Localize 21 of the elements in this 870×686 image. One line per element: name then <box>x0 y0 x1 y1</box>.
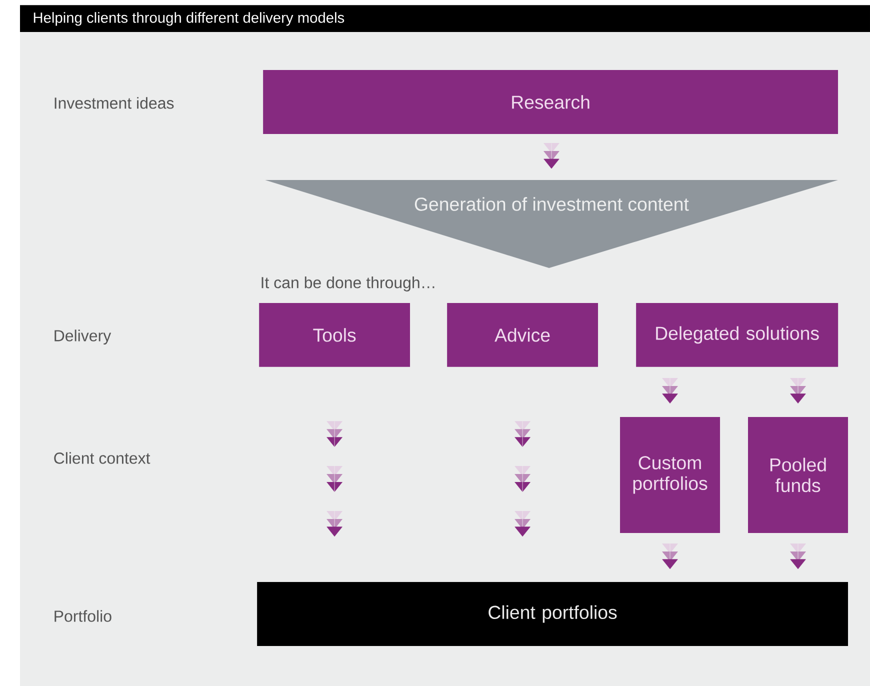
chevron-arrow <box>662 378 678 404</box>
process-box: Pooled funds <box>748 416 848 533</box>
row-label: Delivery <box>54 330 112 345</box>
output-box: Client portfolios <box>257 582 848 646</box>
process-box: Advice <box>447 302 598 367</box>
row-label: Portfolio <box>54 610 112 622</box>
chevron-arrow <box>514 421 531 537</box>
process-box: Delegated solutions <box>636 302 838 367</box>
row-label: Investment ideas <box>54 97 174 109</box>
chevron-arrow <box>662 543 678 570</box>
row-label: It can be done through… <box>262 276 434 292</box>
chevron-arrow <box>790 543 806 570</box>
row-label: Client context <box>54 452 150 464</box>
process-box: Custom portfolios <box>620 416 720 533</box>
chevron-arrow <box>790 378 806 404</box>
process-box: Research <box>263 70 838 134</box>
title-bar: Helping clients through different delivery models <box>20 5 870 32</box>
chevron-arrow <box>326 421 343 537</box>
process-box: Tools <box>259 302 410 367</box>
chevron-arrow <box>543 142 560 169</box>
funnel-triangle: Generation of investment content <box>265 180 838 268</box>
